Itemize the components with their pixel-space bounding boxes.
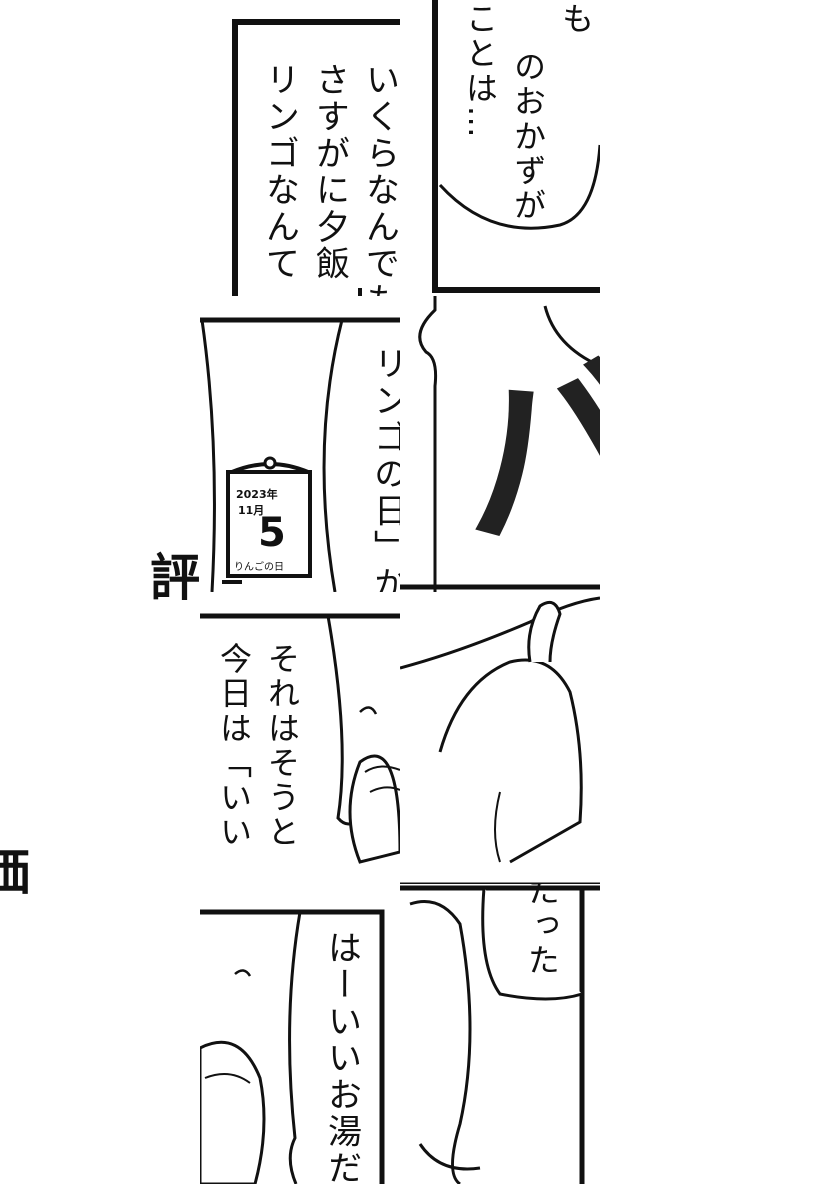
side-label-a: 評 <box>150 549 200 607</box>
side-label-b: 価 <box>0 843 30 903</box>
manga-panel-tile-8: たった <box>400 884 600 1184</box>
manga-panel-tile-1: いくらなんでも さすがに夕飯 リンゴなんて <box>200 0 400 296</box>
character-head <box>348 754 400 864</box>
speech-col-2: さすがに夕飯 <box>309 62 350 283</box>
calendar-year: 2023年 <box>236 488 278 501</box>
panel-5-lines <box>200 613 400 864</box>
calendar-day: 5 <box>258 510 286 556</box>
speech-bubble <box>481 887 583 1001</box>
panel-7-lines <box>200 909 385 1184</box>
speech-col-1: リンゴの日」か <box>367 346 401 592</box>
panel-1-lines <box>232 19 400 296</box>
speech-col-3: リンゴなんて <box>259 62 300 283</box>
character-head <box>200 1040 266 1184</box>
speech-col-2: 今日は「いい <box>215 642 253 850</box>
manga-panel-tile-3: 2023年 11月 5 りんごの日 リンゴの日」か <box>200 296 400 592</box>
calendar-month: 11月 <box>238 504 265 517</box>
manga-panel-tile-6 <box>400 592 600 888</box>
calendar-caption: りんごの日 <box>234 562 284 573</box>
speech-col-1: も <box>557 2 595 37</box>
manga-panel-tile-5: それはそうと 今日は「いい <box>200 592 400 888</box>
character-hand <box>527 600 562 663</box>
panel-8-lines <box>400 885 600 1184</box>
panel-3-lines <box>200 317 400 592</box>
speech-col-1: いくらなんでも <box>359 62 400 296</box>
character-body <box>438 658 583 864</box>
speech-col-1: たった <box>523 884 561 978</box>
manga-panel-tile-7: はーいいお湯だ <box>200 888 400 1184</box>
speech-col-1: はーいいお湯だ <box>321 930 362 1184</box>
character-arm <box>409 900 472 1184</box>
panel-6-lines <box>400 596 600 888</box>
panel-2-lines <box>432 0 600 293</box>
speech-col-3: ことは… <box>461 2 499 141</box>
speech-col-1: それはそうと <box>263 642 301 850</box>
manga-panel-tile-4: バ <box>400 296 600 592</box>
calendar-frame <box>226 470 312 578</box>
panel-4-lines <box>400 296 600 592</box>
speech-col-2: のおかずが <box>509 50 547 223</box>
manga-panel-tile-2: も のおかずが ことは… <box>400 0 600 296</box>
